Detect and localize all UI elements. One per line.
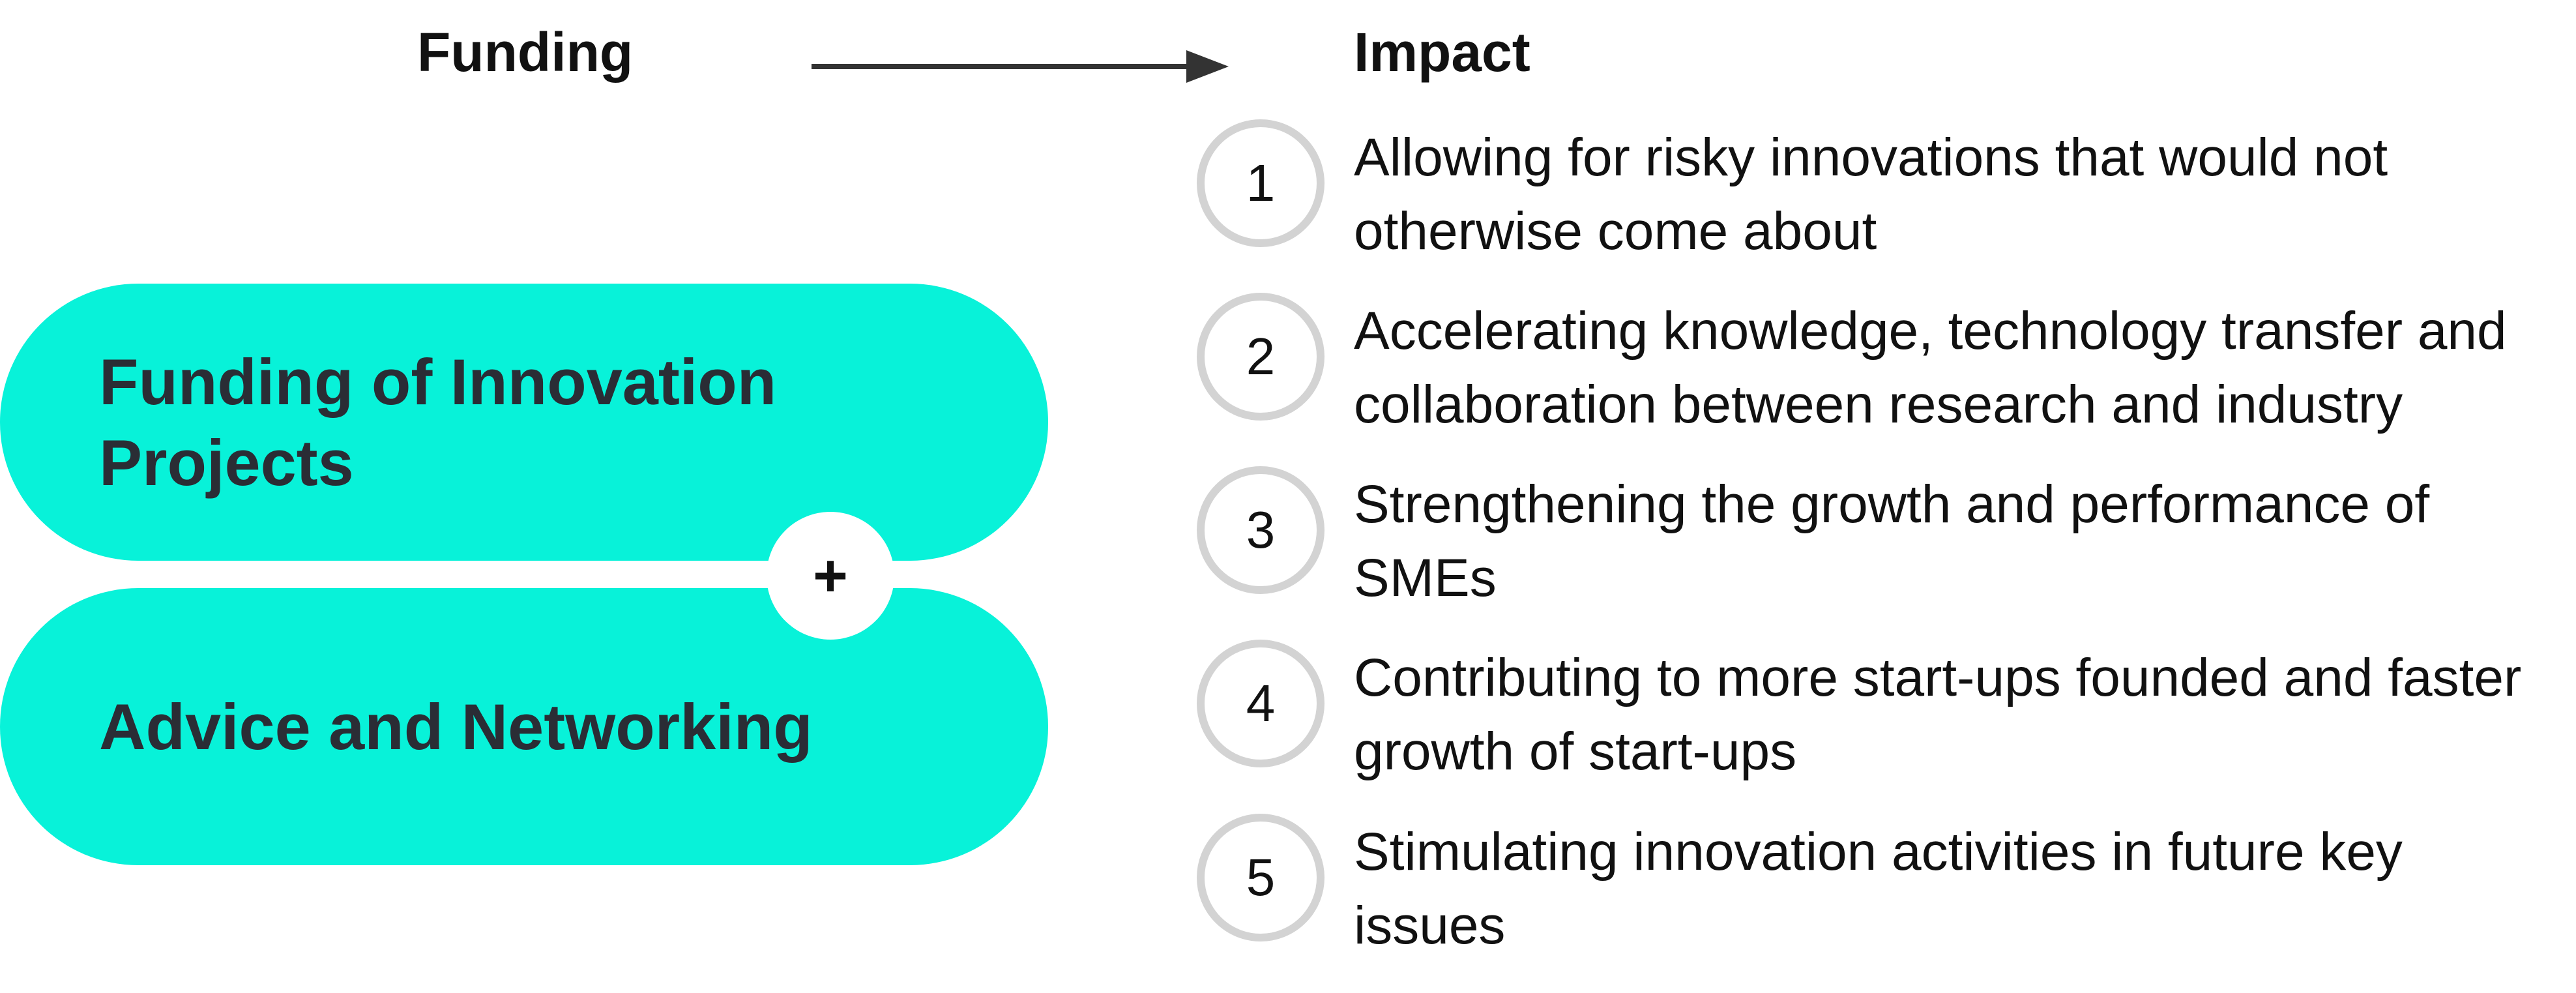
impact-number: 5 [1246, 848, 1276, 906]
impact-number: 3 [1246, 501, 1276, 559]
impact-text: Allowing for risky innovations that woul… [1354, 128, 2388, 261]
impact-text: Accelerating knowledge, technology trans… [1354, 301, 2507, 434]
advice-networking-label: Advice and Networking [99, 690, 813, 763]
impact-item-3: 3 Strengthening the growth and performan… [1197, 466, 2572, 610]
plus-connector: + [767, 512, 894, 640]
plus-icon: + [813, 542, 848, 609]
funding-projects-pill: Funding of Innovation Projects [0, 284, 1048, 561]
impact-item-1: 1 Allowing for risky innovations that wo… [1197, 119, 2572, 263]
arrow-right-icon [812, 50, 1229, 83]
impact-number: 1 [1246, 154, 1276, 212]
impact-text: Stimulating innovation activities in fut… [1354, 822, 2403, 955]
impact-text: Contributing to more start-ups founded a… [1354, 648, 2522, 781]
impact-item-2: 2 Accelerating knowledge, technology tra… [1197, 293, 2572, 436]
arrow-head [1186, 50, 1229, 83]
impact-number: 2 [1246, 327, 1276, 385]
funding-header: Funding [417, 22, 634, 83]
impact-item-4: 4 Contributing to more start-ups founded… [1197, 640, 2572, 783]
impact-item-5: 5 Stimulating innovation activities in f… [1197, 814, 2572, 957]
impact-header: Impact [1354, 22, 1530, 83]
impact-number-badge: 4 [1197, 640, 1325, 767]
impact-number: 4 [1246, 674, 1276, 732]
advice-networking-pill: Advice and Networking [0, 588, 1048, 865]
impact-number-badge: 5 [1197, 814, 1325, 941]
impact-number-badge: 2 [1197, 293, 1325, 421]
funding-projects-label: Funding of Innovation Projects [99, 345, 777, 499]
impact-text: Strengthening the growth and performance… [1354, 475, 2430, 608]
impact-number-badge: 1 [1197, 119, 1325, 247]
impact-number-badge: 3 [1197, 466, 1325, 594]
